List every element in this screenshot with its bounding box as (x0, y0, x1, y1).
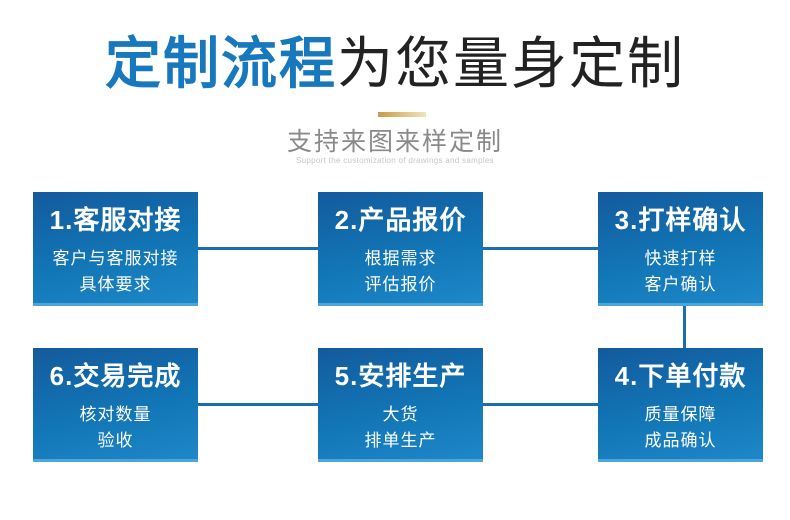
subtitle: 支持来图来样定制 (286, 128, 503, 156)
page-title-rest: 为您量身定制 (337, 32, 685, 95)
connector-step4-step5 (483, 403, 598, 406)
flow-step-2: 2.产品报价 根据需求 评估报价 (318, 192, 483, 306)
step-title: 6.交易完成 (49, 361, 182, 391)
flow-step-1: 1.客服对接 客户与客服对接 具体要求 (33, 192, 198, 306)
connector-step2-step3 (483, 247, 598, 250)
step-title: 5.安排生产 (334, 361, 467, 391)
connector-step3-step4 (683, 306, 686, 348)
page-title-highlight: 定制流程 (105, 32, 337, 95)
gold-divider (378, 112, 426, 117)
flow-step-4: 4.下单付款 质量保障 成品确认 (598, 348, 763, 462)
flow-step-6: 6.交易完成 核对数量 验收 (33, 348, 198, 462)
page-title: 定制流程为您量身定制 (0, 30, 790, 98)
step-desc-line: 质量保障 (644, 405, 717, 424)
flow-step-3: 3.打样确认 快速打样 客户确认 (598, 192, 763, 306)
step-title: 3.打样确认 (614, 205, 747, 235)
connector-step1-step2 (198, 247, 318, 250)
step-desc-line: 快速打样 (644, 249, 717, 268)
step-desc-line: 验收 (97, 431, 134, 450)
step-desc-line: 客户与客服对接 (52, 249, 179, 268)
step-desc-line: 核对数量 (79, 405, 152, 424)
step-desc-line: 具体要求 (79, 275, 152, 294)
step-desc-line: 客户确认 (644, 275, 717, 294)
step-desc-line: 评估报价 (364, 275, 437, 294)
step-title: 4.下单付款 (614, 361, 747, 391)
step-title: 2.产品报价 (334, 205, 467, 235)
step-desc-line: 成品确认 (644, 431, 717, 450)
step-title: 1.客服对接 (49, 205, 182, 235)
step-desc-line: 大货 (382, 405, 419, 424)
step-desc-line: 排单生产 (364, 431, 437, 450)
subtitle-english-caption: Support the customization of drawings an… (296, 156, 494, 165)
flow-step-5: 5.安排生产 大货 排单生产 (318, 348, 483, 462)
connector-step5-step6 (198, 403, 318, 406)
step-desc-line: 根据需求 (364, 249, 437, 268)
